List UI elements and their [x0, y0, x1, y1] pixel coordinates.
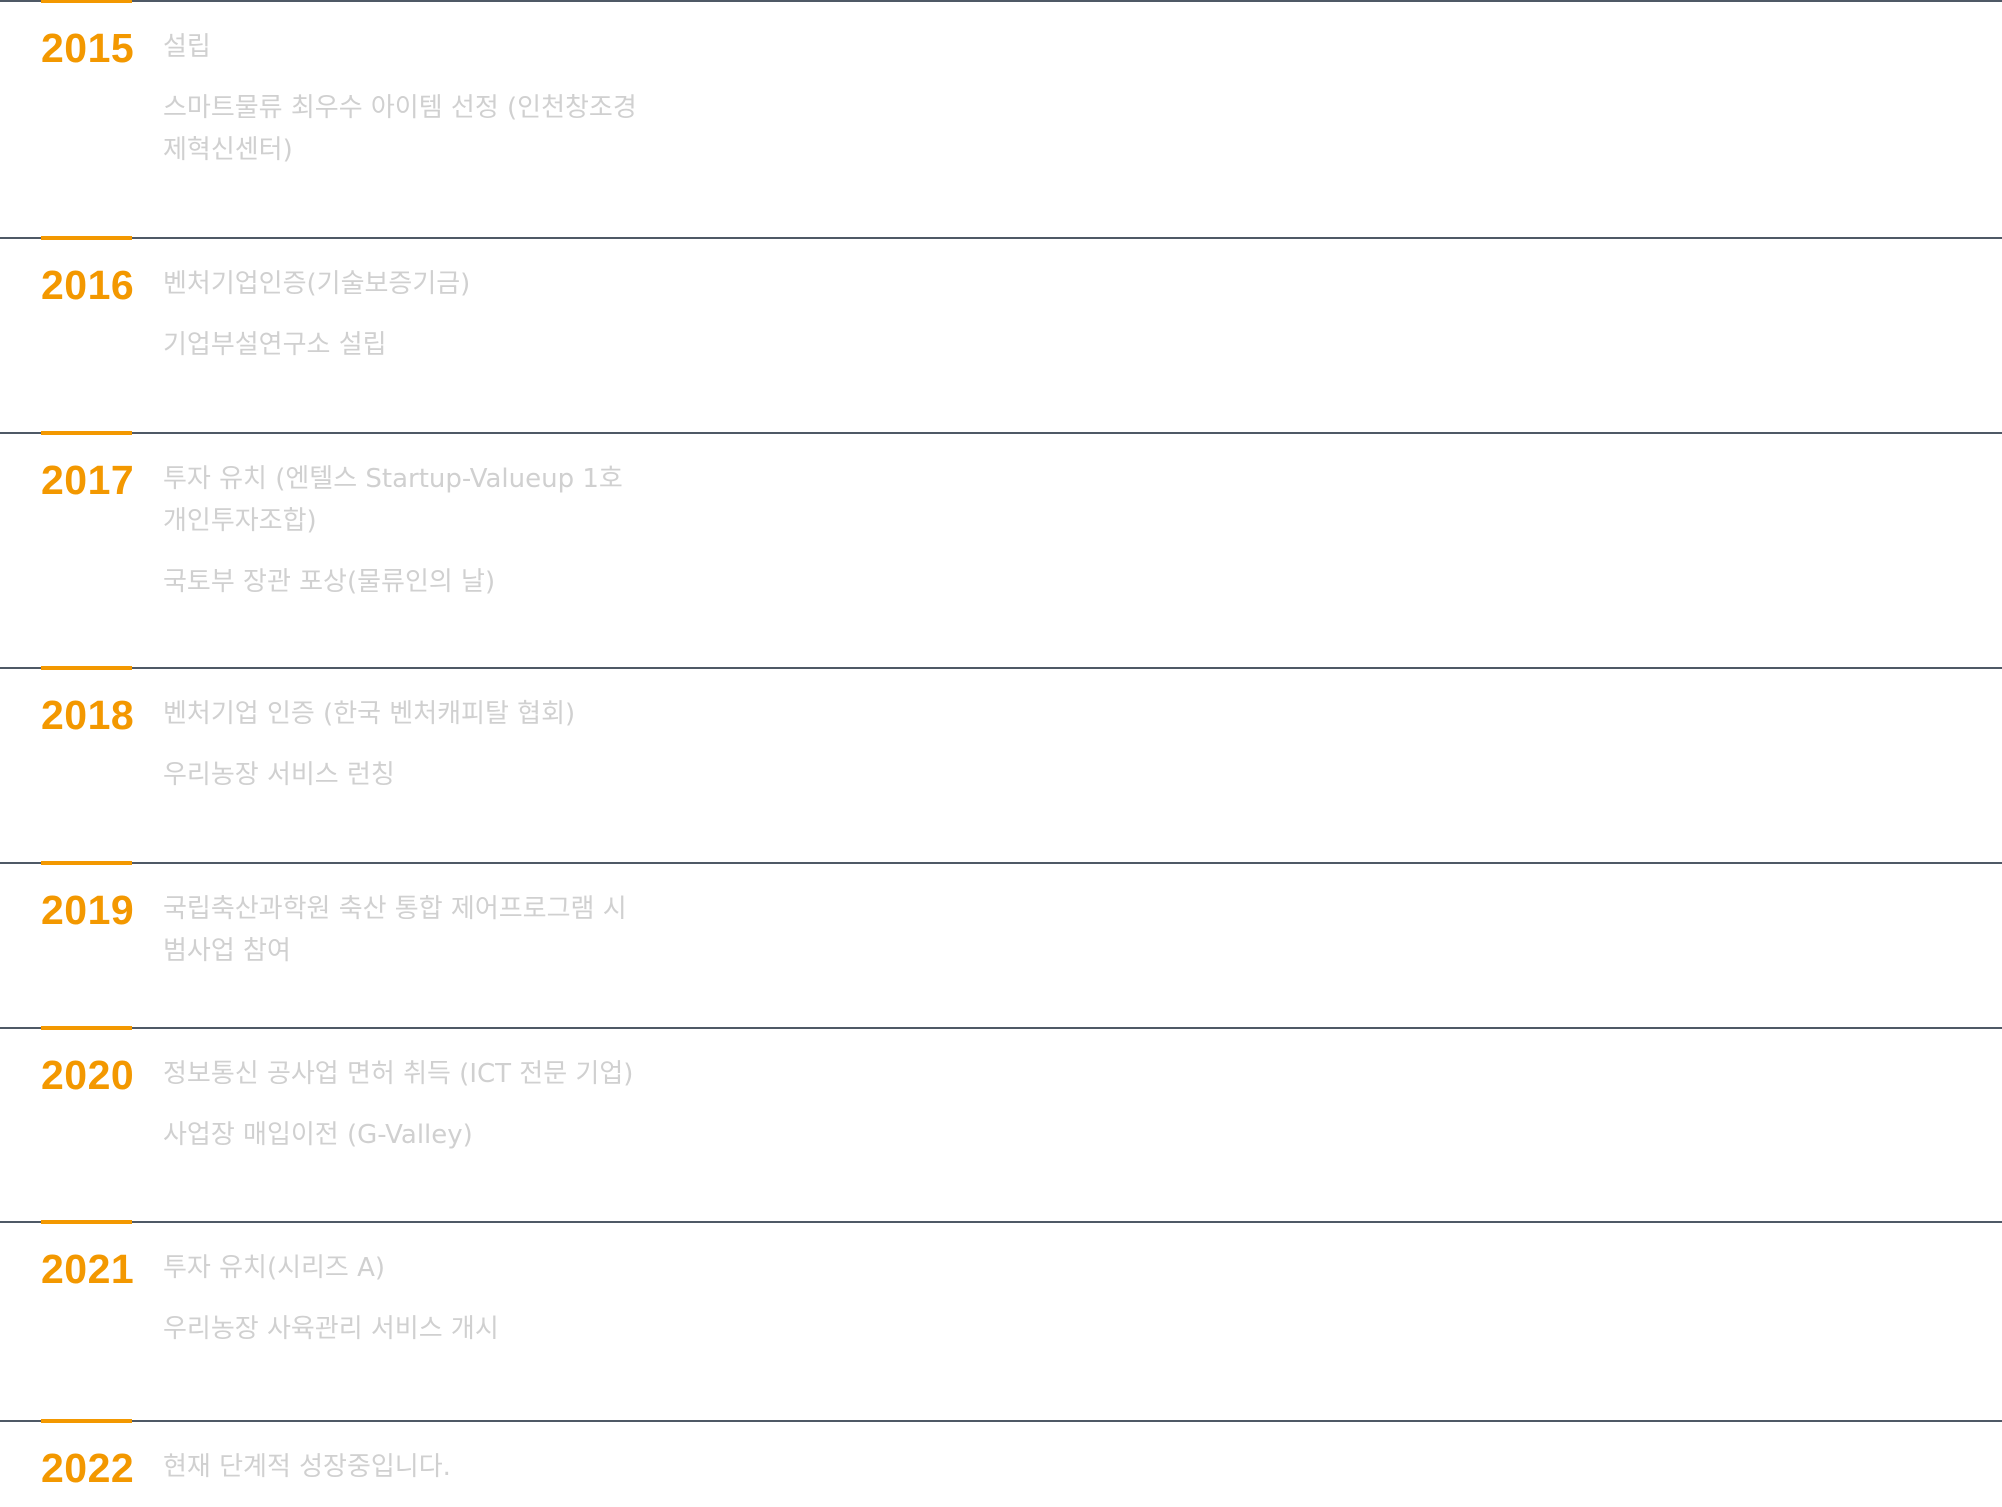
timeline-item: 설립	[163, 32, 211, 62]
timeline-row-2018: 2018 벤처기업 인증 (한국 벤처캐피탈 협회) 우리농장 서비스 런칭	[0, 666, 2002, 864]
year-label: 2021	[41, 1246, 135, 1292]
year-label: 2017	[41, 457, 135, 503]
year-label: 2016	[41, 262, 135, 308]
timeline-item: 투자 유치 (엔텔스 Startup-Valueup 1호 개인투자조합)	[163, 464, 623, 536]
timeline-item: 국토부 장관 포상(물류인의 날)	[163, 567, 496, 597]
timeline-item: 국립축산과학원 축산 통합 제어프로그램 시범사업 참여	[163, 894, 627, 966]
timeline-item: 벤처기업인증(기술보증기금)	[163, 269, 471, 299]
year-label: 2022	[41, 1445, 135, 1491]
year-label: 2015	[41, 25, 135, 71]
timeline-item: 스마트물류 최우수 아이템 선정 (인천창조경제혁신센터)	[163, 93, 637, 165]
year-label: 2019	[41, 887, 135, 933]
timeline-row-2022: 2022 현재 단계적 성장중입니다.	[0, 1419, 2002, 1492]
timeline-row-2015: 2015 설립 스마트물류 최우수 아이템 선정 (인천창조경제혁신센터)	[0, 0, 2002, 239]
timeline-row-2021: 2021 투자 유치(시리즈 A) 우리농장 사육관리 서비스 개시	[0, 1220, 2002, 1422]
timeline-item: 우리농장 서비스 런칭	[163, 760, 395, 790]
timeline-row-2017: 2017 투자 유치 (엔텔스 Startup-Valueup 1호 개인투자조…	[0, 431, 2002, 669]
timeline-row-2019: 2019 국립축산과학원 축산 통합 제어프로그램 시범사업 참여	[0, 861, 2002, 1029]
timeline-item: 투자 유치(시리즈 A)	[163, 1253, 386, 1283]
year-label: 2020	[41, 1052, 135, 1098]
timeline-item: 기업부설연구소 설립	[163, 330, 387, 360]
timeline-item: 현재 단계적 성장중입니다.	[163, 1452, 451, 1482]
year-label: 2018	[41, 692, 135, 738]
timeline-item: 벤처기업 인증 (한국 벤처캐피탈 협회)	[163, 699, 576, 729]
timeline-row-2020: 2020 정보통신 공사업 면허 취득 (ICT 전문 기업) 사업장 매입이전…	[0, 1026, 2002, 1223]
timeline-item: 정보통신 공사업 면허 취득 (ICT 전문 기업)	[163, 1059, 634, 1089]
timeline-item: 사업장 매입이전 (G-Valley)	[163, 1120, 473, 1150]
timeline-item: 우리농장 사육관리 서비스 개시	[163, 1314, 499, 1344]
timeline-row-2016: 2016 벤처기업인증(기술보증기금) 기업부설연구소 설립	[0, 236, 2002, 434]
